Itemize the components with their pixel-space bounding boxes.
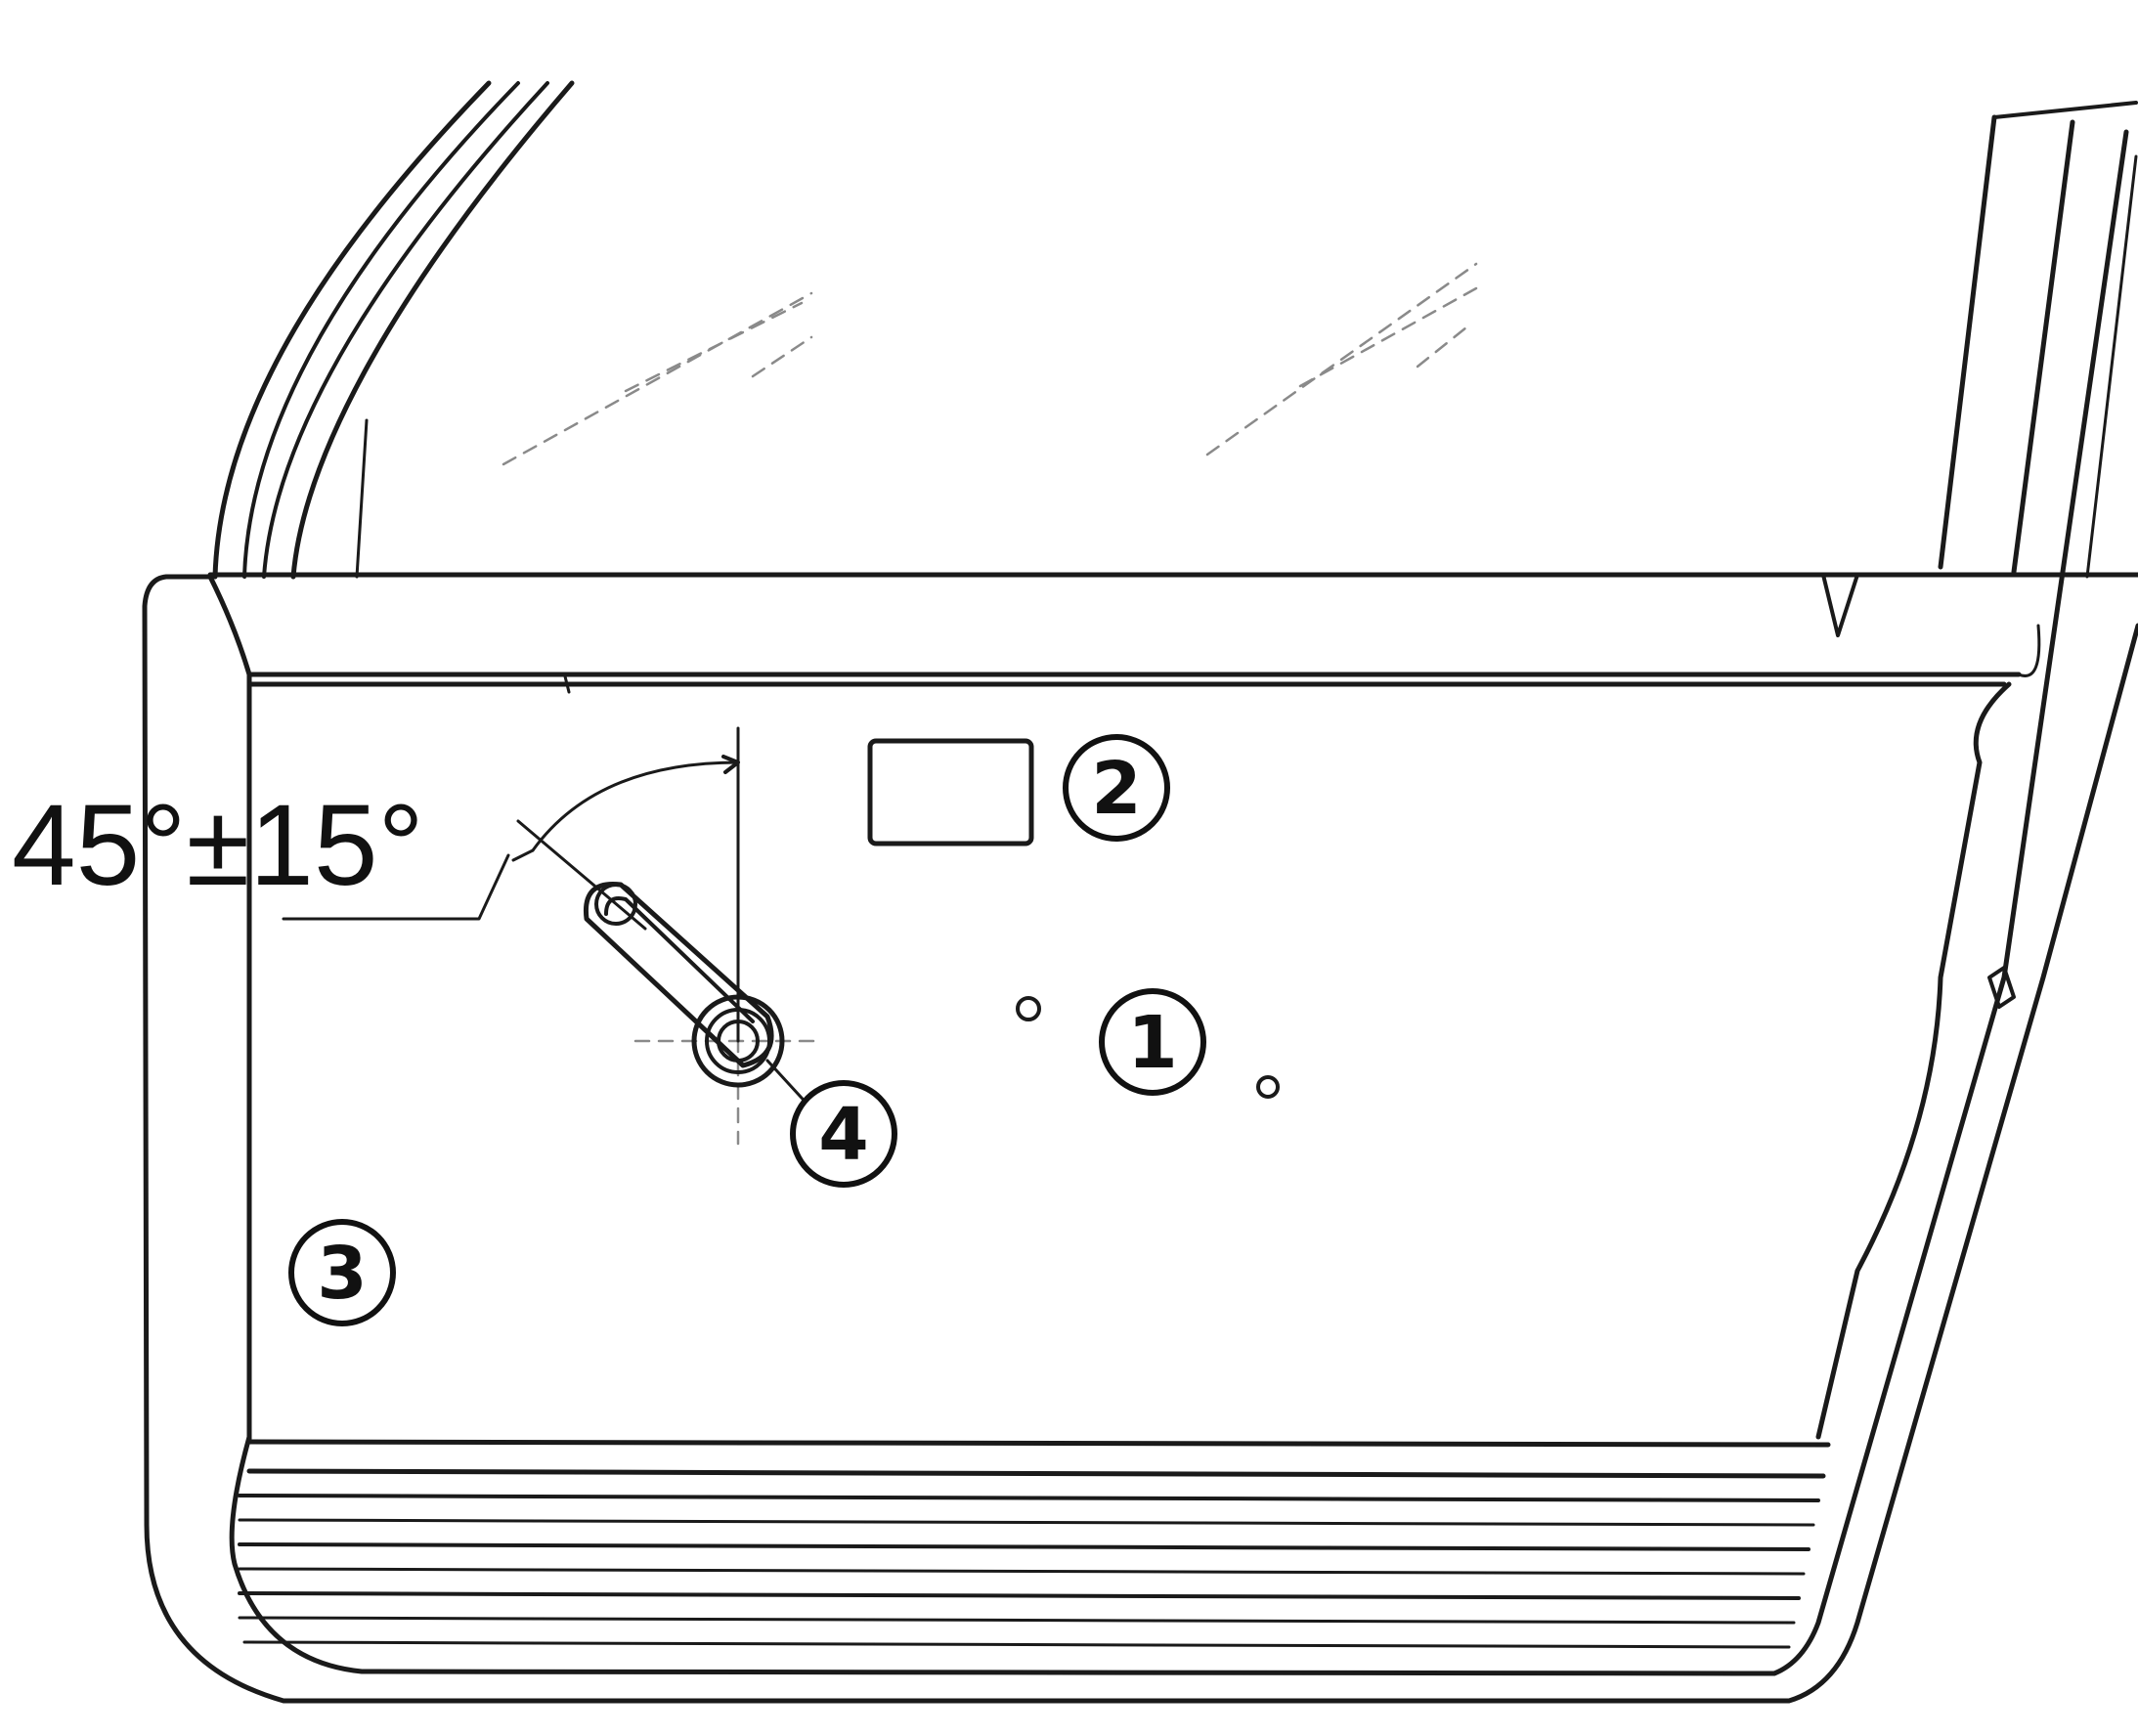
door-outer-outline — [142, 569, 2138, 1704]
panel-screw-holes — [1016, 996, 1280, 1099]
window-front-channel — [212, 80, 575, 580]
handle-angle-dimension — [282, 726, 740, 1043]
screw-hole-lower — [1256, 1075, 1280, 1099]
trim-panel — [246, 681, 2016, 1442]
angle-label: 45°±15° — [12, 781, 424, 910]
callout-4-label: 4 — [818, 1093, 869, 1177]
screw-hole-upper — [1016, 996, 1041, 1021]
glass-reflection-marks — [502, 262, 1478, 466]
callout-3: 3 — [288, 1219, 396, 1326]
callout-4: 4 — [790, 1080, 897, 1188]
callout-2-label: 2 — [1091, 747, 1142, 831]
callout-3-label: 3 — [317, 1232, 368, 1316]
inner-handle-recess — [867, 738, 1034, 846]
regulator-handle — [583, 731, 823, 1146]
lower-pocket-ribs — [238, 1439, 1831, 1649]
belt-molding — [207, 572, 2138, 694]
callout-1-label: 1 — [1127, 1001, 1178, 1085]
window-rear-frame — [1938, 101, 2138, 579]
callout-2: 2 — [1063, 734, 1170, 842]
callout-1: 1 — [1099, 988, 1206, 1096]
